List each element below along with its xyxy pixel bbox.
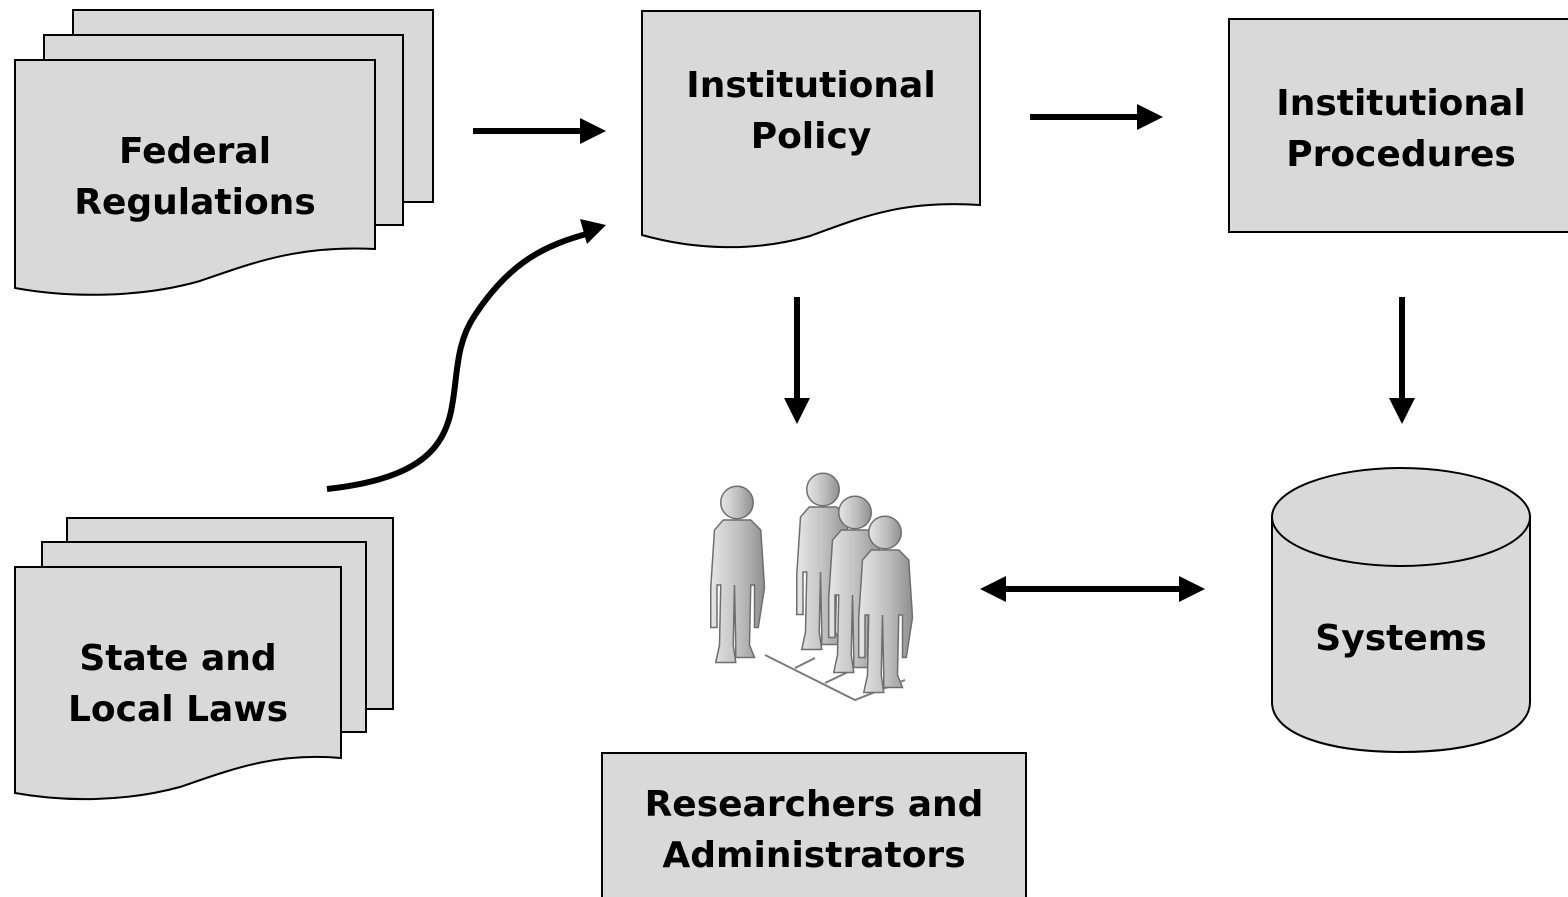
systems-label: Systems: [1315, 618, 1486, 659]
institutional-policy-node: Institutional Policy: [641, 10, 981, 249]
institutional-policy-line2: Policy: [751, 116, 872, 157]
state-local-laws-line1: State and: [79, 638, 276, 679]
federal-regulations-line1: Federal: [119, 131, 271, 172]
researchers-administrators-line2: Administrators: [662, 835, 965, 876]
state-local-laws-line2: Local Laws: [68, 689, 288, 730]
svg-text:Institutional: Institutional: [1276, 83, 1525, 124]
institutional-policy-line1: Institutional: [686, 65, 935, 106]
institutional-procedures-line2: Procedures: [1286, 134, 1516, 175]
institutional-procedures-line1: Institutional: [1276, 83, 1525, 124]
arrow-federal-to-policy: [473, 118, 606, 144]
svg-text:Regulations: Regulations: [74, 182, 316, 223]
svg-text:State and: State and: [79, 638, 276, 679]
systems-node: Systems: [1271, 467, 1531, 754]
federal-regulations-line2: Regulations: [74, 182, 316, 223]
arrow-people-systems-bidirectional: [980, 576, 1205, 602]
institutional-procedures-node: Institutional Procedures: [1228, 18, 1568, 233]
svg-text:Policy: Policy: [751, 116, 872, 157]
state-local-laws-node: State and Local Laws: [14, 517, 394, 801]
database-cylinder-top: [1271, 467, 1531, 567]
arrow-laws-to-policy: [326, 219, 606, 492]
procedures-box: [1228, 18, 1568, 233]
svg-text:Local Laws: Local Laws: [68, 689, 288, 730]
svg-text:Researchers and: Researchers and: [645, 784, 984, 825]
researchers-administrators-node: Researchers and Administrators: [601, 752, 1027, 897]
researchers-administrators-line1: Researchers and: [645, 784, 984, 825]
svg-text:Procedures: Procedures: [1286, 134, 1516, 175]
svg-text:Administrators: Administrators: [662, 835, 965, 876]
document-front-sheet: [14, 59, 376, 296]
database-cylinder-icon: [1271, 516, 1531, 754]
arrow-policy-to-people: [784, 297, 810, 424]
arrow-policy-to-procedures: [1030, 104, 1163, 130]
svg-text:Federal: Federal: [119, 131, 271, 172]
researchers-box: [601, 752, 1027, 897]
document-front-sheet: [14, 566, 342, 801]
document-sheet: [641, 10, 981, 249]
arrow-procedures-to-systems: [1389, 297, 1415, 424]
people-group-icon: [710, 472, 914, 702]
federal-regulations-node: Federal Regulations: [14, 9, 434, 296]
svg-text:Institutional: Institutional: [686, 65, 935, 106]
